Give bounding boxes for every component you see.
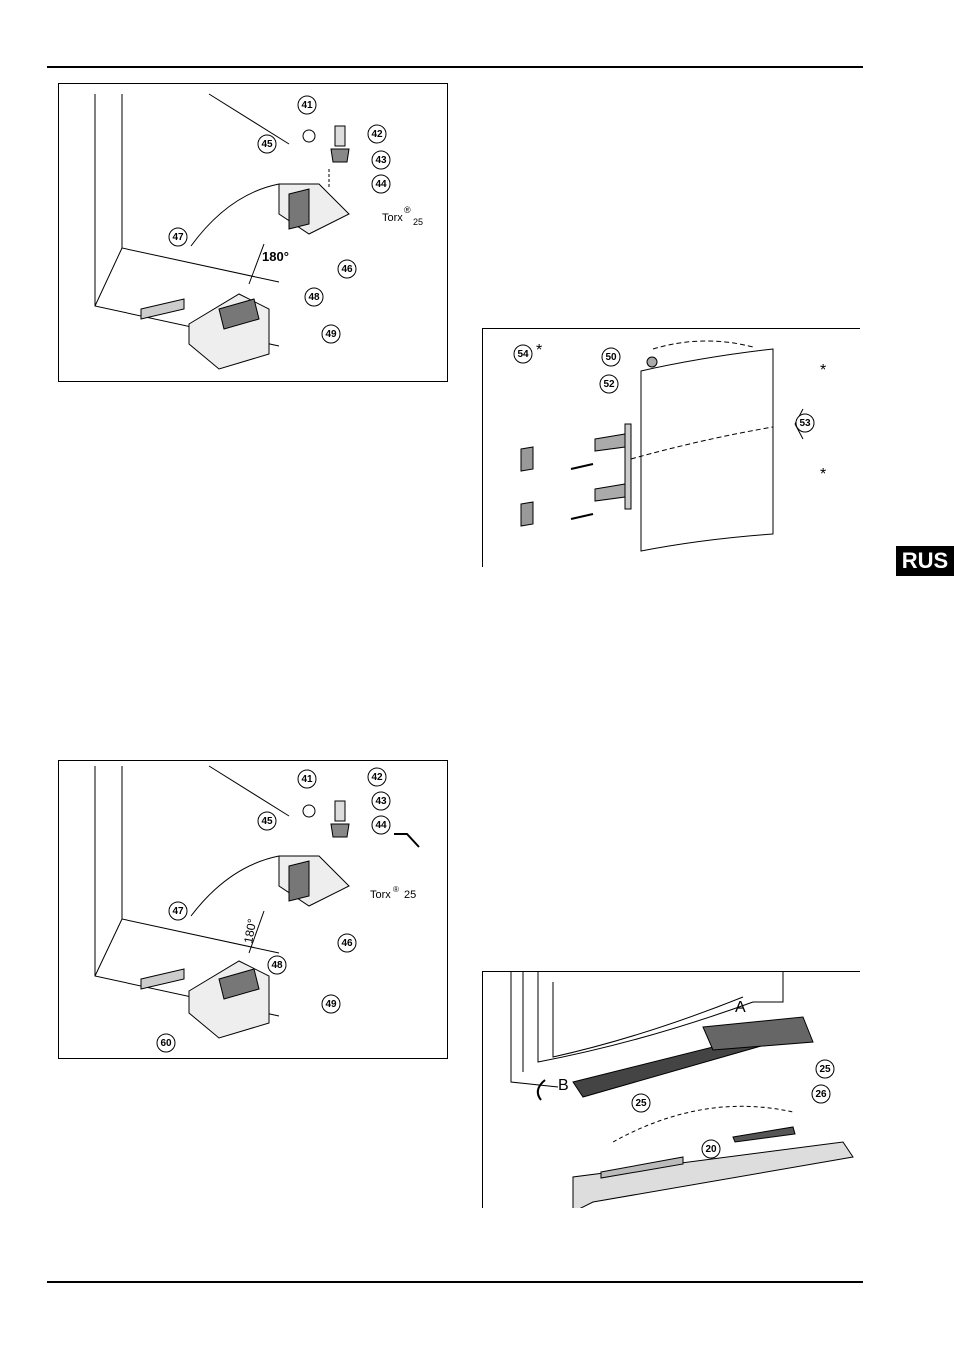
callout-44: 44 [375, 179, 387, 190]
callout-49: 49 [325, 999, 337, 1010]
figure-handle-swap: 54 50 52 53 * * * [482, 328, 860, 567]
star-53-bottom: * [820, 466, 826, 483]
callout-20: 20 [705, 1144, 717, 1155]
callout-43: 43 [375, 155, 387, 166]
bottom-rule [47, 1281, 863, 1283]
figure-hinge-install: 41 45 42 43 44 47 46 48 49 60 180° Torx … [58, 760, 448, 1059]
callout-47: 47 [172, 906, 184, 917]
callout-43: 43 [375, 796, 387, 807]
star-54: * [536, 342, 542, 359]
callout-44: 44 [375, 820, 387, 831]
torx-label: Torx [382, 212, 403, 224]
callout-46: 46 [341, 264, 353, 275]
figure-bottom-cover: 25 26 25 20 A B [482, 971, 860, 1208]
top-rule [47, 66, 863, 68]
callout-48: 48 [271, 960, 283, 971]
callout-26: 26 [815, 1089, 827, 1100]
label-b: B [558, 1077, 569, 1094]
callout-45: 45 [261, 139, 273, 150]
callout-42: 42 [371, 129, 383, 140]
torx-reg-mark: ® [404, 205, 411, 215]
callout-54: 54 [517, 349, 529, 360]
callout-25-right: 25 [819, 1064, 831, 1075]
label-a: A [735, 999, 746, 1016]
callout-42: 42 [371, 772, 383, 783]
angle-label: 180° [262, 249, 289, 264]
callout-49: 49 [325, 329, 337, 340]
torx-size: 25 [413, 217, 423, 227]
torx-size: 25 [404, 889, 416, 901]
figure-hinge-removal: 41 45 42 43 44 47 46 48 49 180° Torx ® 2… [58, 83, 448, 382]
callout-50: 50 [605, 352, 617, 363]
callout-52: 52 [603, 379, 615, 390]
callout-41: 41 [301, 774, 313, 785]
torx-label: Torx [370, 889, 391, 901]
star-53-top: * [820, 362, 826, 379]
torx-reg-mark: ® [393, 885, 399, 894]
callout-25-left: 25 [635, 1098, 647, 1109]
callout-41: 41 [301, 100, 313, 111]
callout-45: 45 [261, 816, 273, 827]
callout-47: 47 [172, 232, 184, 243]
angle-label: 180° [241, 917, 259, 944]
callout-53: 53 [799, 418, 811, 429]
language-tab: RUS [896, 546, 954, 576]
callout-46: 46 [341, 938, 353, 949]
callout-60: 60 [160, 1038, 172, 1049]
callout-48: 48 [308, 292, 320, 303]
